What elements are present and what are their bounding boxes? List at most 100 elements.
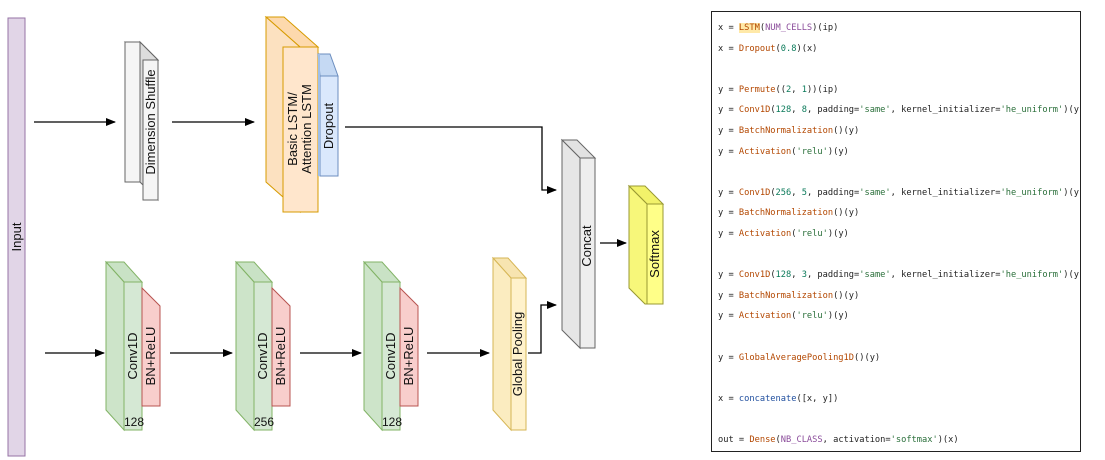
code-token: 2 (786, 84, 792, 95)
dropout-label: Dropout (321, 102, 336, 149)
code-token: Dropout (738, 43, 776, 54)
code-token: , kernel_initializer= (890, 187, 1001, 198)
code-token: y = (718, 125, 739, 136)
code-line: y = Conv1D(128, 3, padding='same', kerne… (718, 265, 1080, 286)
code-token: y = (718, 228, 739, 239)
code-token: LSTM (738, 23, 760, 33)
code-token: BatchNormalization (738, 208, 834, 219)
concat-block: Concat (560, 138, 597, 350)
concat-label: Concat (579, 225, 594, 267)
code-line: x = Dropout(0.8)(x) (718, 39, 1080, 60)
input-bar (7, 17, 26, 457)
code-token: ( (791, 146, 797, 157)
code-token: , kernel_initializer= (890, 270, 1001, 281)
code-token: 1 (801, 84, 807, 95)
code-token: y = (718, 311, 739, 322)
code-line (718, 245, 1080, 266)
global-pooling-label: Global Pooling (510, 312, 525, 397)
code-line: y = GlobalAveragePooling1D()(y) (718, 348, 1080, 369)
dropout-block: Dropout (317, 53, 339, 177)
architecture-diagram: Input Dimension Shuffle Basic LSTM/ Atte… (7, 15, 665, 457)
code-token: y = (718, 208, 739, 219)
code-token: 8 (801, 105, 807, 116)
code-token: Conv1D (738, 270, 771, 281)
code-panel: x = LSTM(NUM_CELLS)(ip)x = Dropout(0.8)(… (711, 11, 1081, 452)
conv1d-label: Conv1D (383, 333, 398, 380)
code-token: Activation (738, 311, 792, 322)
code-token: BatchNormalization (738, 125, 834, 136)
filters-count: 128 (124, 415, 144, 429)
code-line (718, 162, 1080, 183)
code-token: 'he_uniform' (1000, 270, 1064, 281)
code-token: , padding= (806, 270, 860, 281)
code-token: ( (759, 23, 766, 33)
code-token: ([x, y]) (796, 393, 839, 404)
code-token: 'same' (859, 105, 891, 116)
code-token: out = (718, 434, 750, 445)
code-line: y = BatchNormalization()(y) (718, 121, 1080, 142)
code-token: )(x) (937, 434, 959, 445)
code-line: x = concatenate([x, y]) (718, 389, 1080, 410)
code-token: 'relu' (796, 146, 828, 157)
code-line (718, 327, 1080, 348)
softmax-block: Softmax (627, 184, 665, 305)
code-token: )(y) (827, 311, 849, 322)
code-token: 'same' (859, 187, 891, 198)
code-token: ( (791, 228, 797, 239)
code-token: , (791, 84, 802, 95)
code-token: BatchNormalization (738, 290, 834, 301)
code-token: y = (718, 352, 739, 363)
code-token: 5 (801, 187, 807, 198)
code-token: 0.8 (780, 43, 797, 54)
dimension-shuffle-label: Dimension Shuffle (143, 69, 158, 174)
code-token: Conv1D (738, 105, 771, 116)
arrows (34, 118, 627, 357)
code-token: x = (718, 23, 739, 33)
code-token: )(ip) (812, 23, 839, 33)
code-token: )(y) (1063, 105, 1080, 116)
code-token: )(y) (827, 146, 849, 157)
code-token: y = (718, 270, 739, 281)
code-token: ( (770, 270, 776, 281)
lstm-label-line1: Basic LSTM/ (285, 92, 300, 166)
code-token: )(y) (1063, 187, 1080, 198)
code-line (718, 368, 1080, 389)
code-token: , (791, 187, 802, 198)
code-line: y = Activation('relu')(y) (718, 306, 1080, 327)
code-token: )(y) (1063, 270, 1080, 281)
code-token: 'softmax' (890, 434, 938, 445)
code-token: , kernel_initializer= (890, 105, 1001, 116)
code-token: )(y) (827, 228, 849, 239)
code-line: y = Permute((2, 1))(ip) (718, 80, 1080, 101)
softmax-label: Softmax (647, 230, 662, 278)
input-label: Input (9, 222, 24, 251)
code-token: 128 (775, 105, 792, 116)
bn-relu-label: BN+ReLU (273, 327, 288, 386)
code-token: ()(y) (854, 352, 881, 363)
code-token: ()(y) (833, 290, 860, 301)
arrow-pooling-to-concat (528, 301, 557, 354)
code-line: y = Conv1D(128, 8, padding='same', kerne… (718, 100, 1080, 121)
code-token: x = (718, 393, 739, 404)
code-token: 128 (775, 270, 792, 281)
code-token: y = (718, 187, 739, 198)
filters-count: 128 (382, 415, 402, 429)
code-token: ()(y) (833, 125, 860, 136)
code-token: Conv1D (738, 187, 771, 198)
code-token: ( (770, 187, 776, 198)
bn-relu-label: BN+ReLU (143, 327, 158, 386)
code-token: ( (791, 311, 797, 322)
code-line (718, 409, 1080, 430)
code-token: 'relu' (796, 311, 828, 322)
code-token: ( (775, 434, 781, 445)
lstm-label-line2: Attention LSTM (299, 84, 314, 174)
code-line: y = Conv1D(256, 5, padding='same', kerne… (718, 183, 1080, 204)
code-token: concatenate (738, 393, 797, 404)
conv-block-1: Conv1D BN+ReLU 128 (104, 260, 161, 432)
global-pooling-block: Global Pooling (491, 256, 528, 432)
conv1d-label: Conv1D (125, 333, 140, 380)
code-token: , (791, 105, 802, 116)
code-token: y = (718, 84, 739, 95)
code-token: 'relu' (796, 228, 828, 239)
filters-count: 256 (254, 415, 274, 429)
